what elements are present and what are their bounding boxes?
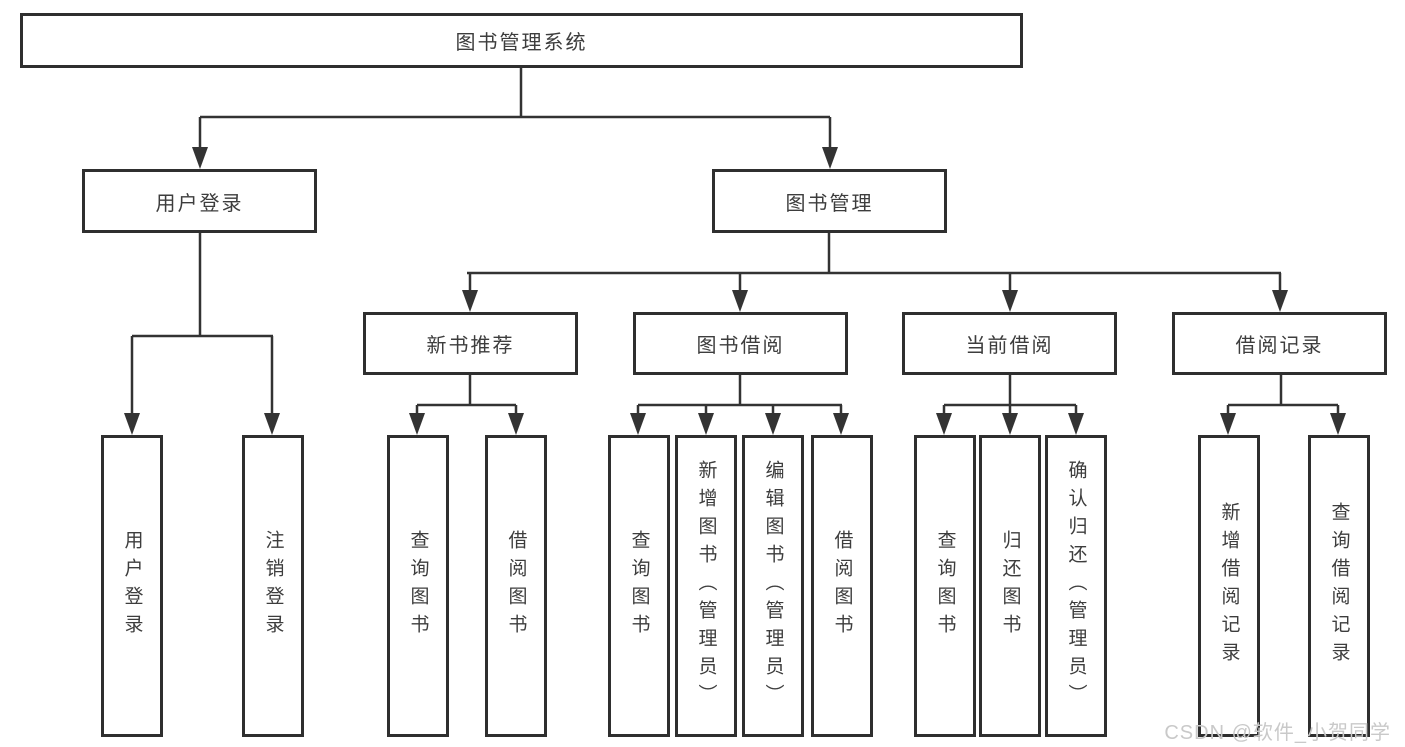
leaf-edit-books-admin: 编辑图书（管理员） [742, 435, 804, 737]
leaf-add-borrow-record-label: 新增借阅记录 [1218, 502, 1240, 670]
leaf-user-login-label: 用户登录 [121, 530, 143, 642]
node-current-borrowing-label: 当前借阅 [965, 335, 1054, 357]
leaf-borrow-books: 借阅图书 [811, 435, 873, 737]
leaf-logout: 注销登录 [242, 435, 304, 737]
node-book-borrowing: 图书借阅 [633, 312, 848, 375]
leaf-query-books-borrow-label: 查询图书 [628, 530, 650, 642]
leaf-borrow-books-recommend-label: 借阅图书 [505, 530, 527, 642]
node-user-login-label: 用户登录 [155, 192, 244, 215]
leaf-query-books-recommend-label: 查询图书 [407, 530, 429, 642]
node-new-book-recommend: 新书推荐 [363, 312, 578, 375]
node-book-management-label: 图书管理 [785, 192, 874, 215]
leaf-query-borrow-record-label: 查询借阅记录 [1328, 502, 1350, 670]
leaf-query-books-recommend: 查询图书 [387, 435, 449, 737]
root-node-library-system: 图书管理系统 [20, 13, 1023, 68]
node-new-book-recommend-label: 新书推荐 [426, 335, 515, 357]
root-node-label: 图书管理系统 [455, 32, 588, 54]
leaf-add-books-admin: 新增图书（管理员） [675, 435, 737, 737]
leaf-add-borrow-record: 新增借阅记录 [1198, 435, 1260, 737]
leaf-confirm-return-admin: 确认归还（管理员） [1045, 435, 1107, 737]
node-user-login: 用户登录 [82, 169, 317, 233]
csdn-watermark: CSDN @软件_小贺同学 [1164, 722, 1391, 744]
leaf-query-borrow-record: 查询借阅记录 [1308, 435, 1370, 737]
leaf-borrow-books-recommend: 借阅图书 [485, 435, 547, 737]
leaf-return-books-label: 归还图书 [999, 530, 1021, 642]
leaf-borrow-books-label: 借阅图书 [831, 530, 853, 642]
leaf-add-books-admin-label: 新增图书（管理员） [695, 460, 717, 712]
leaf-edit-books-admin-label: 编辑图书（管理员） [762, 460, 784, 712]
node-borrow-records-label: 借阅记录 [1235, 335, 1324, 357]
leaf-confirm-return-admin-label: 确认归还（管理员） [1065, 460, 1087, 712]
node-book-management: 图书管理 [712, 169, 947, 233]
leaf-query-books-current-label: 查询图书 [934, 530, 956, 642]
leaf-query-books-current: 查询图书 [914, 435, 976, 737]
node-borrow-records: 借阅记录 [1172, 312, 1387, 375]
node-book-borrowing-label: 图书借阅 [696, 335, 785, 357]
leaf-query-books-borrow: 查询图书 [608, 435, 670, 737]
leaf-logout-label: 注销登录 [262, 530, 284, 642]
leaf-user-login: 用户登录 [101, 435, 163, 737]
leaf-return-books: 归还图书 [979, 435, 1041, 737]
node-current-borrowing: 当前借阅 [902, 312, 1117, 375]
